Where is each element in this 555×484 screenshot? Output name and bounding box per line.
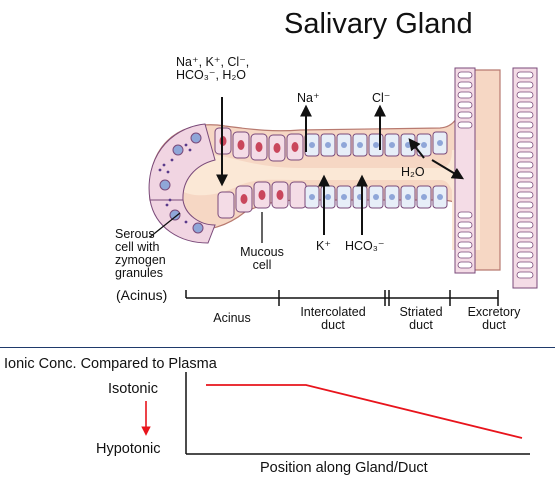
- cl-out-label: Cl⁻: [372, 91, 391, 105]
- serous-line2: cell with: [115, 240, 160, 254]
- segment-intercolated-line2: duct: [321, 318, 345, 332]
- segment-acinus: Acinus: [200, 312, 264, 325]
- isotonic-label: Isotonic: [108, 381, 158, 397]
- mucous-cell-label: Mucous cell: [232, 246, 292, 272]
- acinus-cells: [148, 123, 216, 244]
- segment-excretory-line1: Excretory: [467, 305, 521, 319]
- excretory-duct: [454, 67, 538, 289]
- serous-cell-label: Serous cell with zymogen granules: [115, 228, 166, 280]
- section-divider: [0, 347, 555, 348]
- segment-brackets: [185, 290, 499, 306]
- water-label: H₂O: [401, 165, 425, 179]
- serous-line4: granules: [115, 266, 163, 280]
- segment-striated: Striated duct: [392, 306, 450, 332]
- hco3-label: HCO₃⁻: [345, 239, 385, 253]
- ions-in-line1: Na⁺, K⁺, Cl⁻,: [176, 55, 250, 69]
- water-arrow-1: [408, 138, 425, 159]
- k-label: K⁺: [316, 239, 331, 253]
- serous-line1: Serous: [115, 227, 155, 241]
- diagram-title: Salivary Gland: [284, 8, 473, 40]
- water-arrow-2: [431, 159, 465, 180]
- ions-in-line2: HCO₃⁻, H₂O: [176, 68, 247, 82]
- ions-in-label: Na⁺, K⁺, Cl⁻, HCO₃⁻, H₂O: [176, 56, 249, 82]
- plot-heading: Ionic Conc. Compared to Plasma: [4, 356, 217, 372]
- segment-intercolated: Intercolated duct: [290, 306, 376, 332]
- segment-striated-line1: Striated: [399, 305, 443, 319]
- leader-lines: [149, 212, 263, 243]
- segment-acinus-text: Acinus: [213, 311, 251, 325]
- acinus-paren-label: (Acinus): [116, 287, 168, 303]
- duct-tissue: [148, 69, 501, 271]
- segment-striated-line2: duct: [409, 318, 433, 332]
- plot-x-label: Position along Gland/Duct: [260, 460, 428, 476]
- segment-excretory: Excretory duct: [460, 306, 528, 332]
- segment-excretory-line2: duct: [482, 318, 506, 332]
- segment-intercolated-line1: Intercolated: [300, 305, 366, 319]
- striated-cells: [304, 131, 448, 209]
- concentration-line: [206, 384, 523, 439]
- ion-arrows: [216, 97, 465, 235]
- mucous-line2: cell: [252, 258, 272, 272]
- mucous-line1: Mucous: [240, 245, 284, 259]
- hypotonic-label: Hypotonic: [96, 441, 161, 457]
- plot-axes: [185, 372, 530, 455]
- intercalated-cells: [214, 127, 307, 219]
- na-out-label: Na⁺: [297, 91, 320, 105]
- serous-line3: zymogen: [115, 253, 166, 267]
